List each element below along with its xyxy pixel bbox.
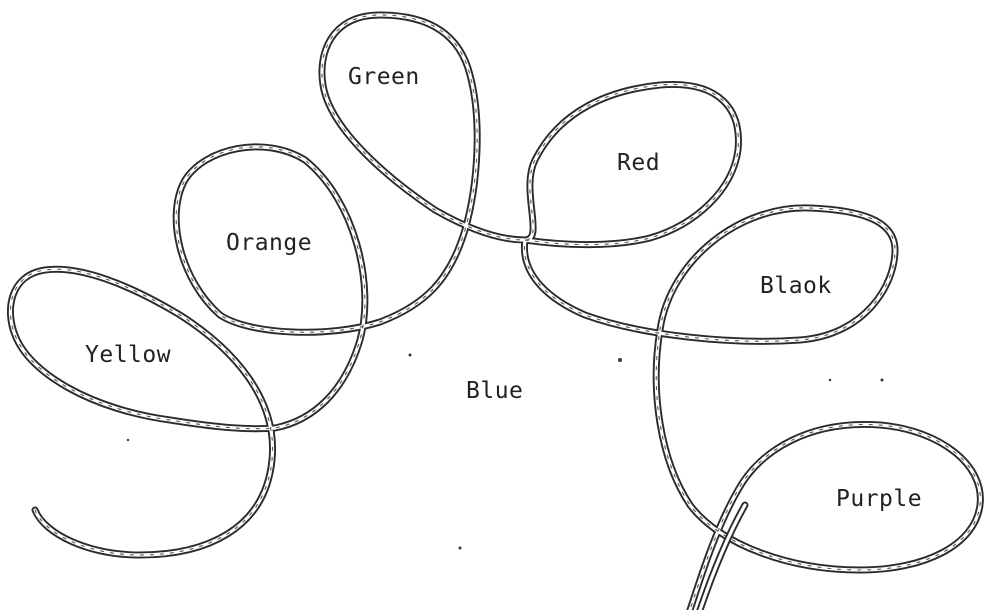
rope-texture: [10, 15, 980, 610]
speck: [829, 379, 831, 381]
speck: [881, 379, 884, 382]
label-orange: Orange: [226, 230, 312, 256]
speck: [459, 547, 462, 550]
rope-core: [10, 15, 980, 610]
label-green: Green: [348, 64, 420, 90]
speck: [618, 358, 622, 362]
label-blue: Blue: [466, 378, 523, 404]
speck: [409, 354, 412, 357]
label-black: Blaok: [760, 273, 832, 299]
label-purple: Purple: [836, 486, 922, 512]
label-red: Red: [617, 150, 660, 176]
label-yellow: Yellow: [85, 342, 171, 368]
rope-outline: [10, 15, 980, 610]
speck: [127, 439, 129, 441]
